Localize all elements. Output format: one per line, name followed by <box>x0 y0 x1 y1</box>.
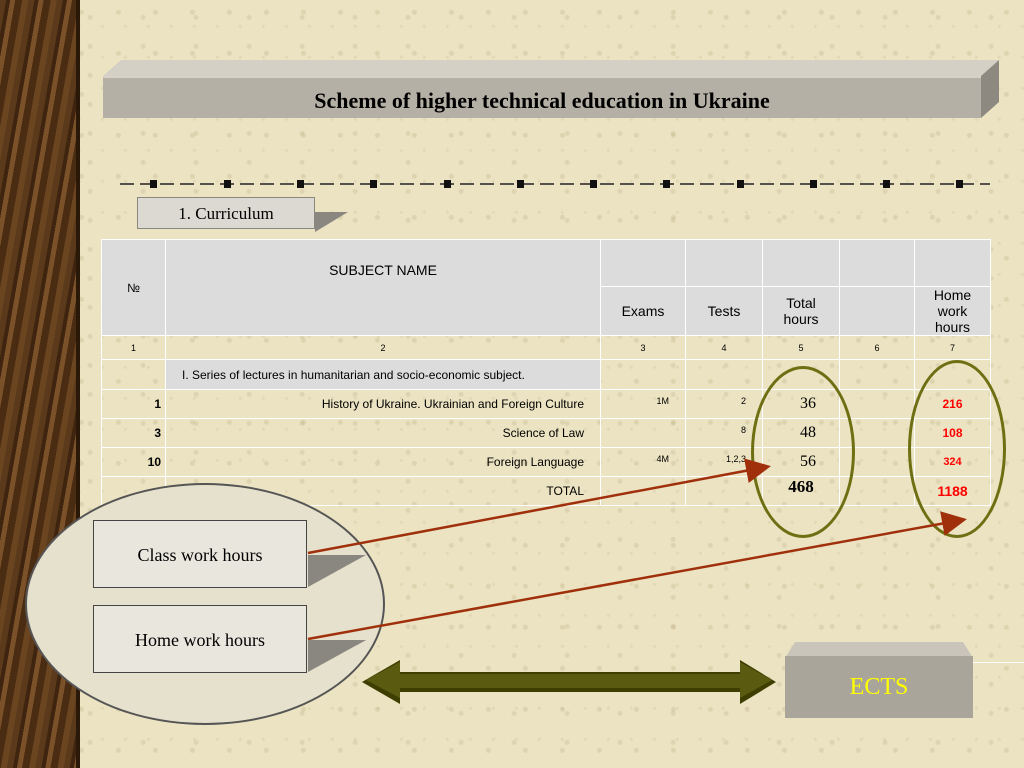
row-subject: History of Ukraine. Ukrainian and Foreig… <box>165 389 601 419</box>
header-exams: Exams <box>600 286 686 336</box>
label-shadow-2 <box>308 640 366 672</box>
col-number: 6 <box>839 335 915 360</box>
header-total-hours: Total hours <box>762 286 840 336</box>
ects-box: ECTS <box>785 656 973 718</box>
dash-dot-divider <box>120 180 990 188</box>
row-tests: 8 <box>685 418 763 448</box>
page-title: Scheme of higher technical education in … <box>314 88 770 113</box>
arrow-home-work <box>307 511 967 641</box>
row-exams: 1M <box>600 389 686 419</box>
row-tests: 2 <box>685 389 763 419</box>
curriculum-label: 1. Curriculum <box>137 197 315 229</box>
title-banner <box>103 76 981 118</box>
double-arrow-icon <box>362 660 776 704</box>
header-tests: Tests <box>685 286 763 336</box>
class-work-hours-label: Class work hours <box>93 520 307 588</box>
header-no: № <box>101 239 166 336</box>
home-work-hours-label: Home work hours <box>93 605 307 673</box>
total-hours-oval <box>751 366 855 538</box>
title-banner-bevel <box>103 60 999 118</box>
ects-bevel <box>785 642 973 658</box>
row-subject: Science of Law <box>165 418 601 448</box>
home-hours-oval <box>908 360 1006 538</box>
header-subject: SUBJECT NAME <box>165 239 601 336</box>
curriculum-shadow <box>315 212 348 232</box>
row-subject: Foreign Language <box>165 447 601 477</box>
arrow-class-work <box>307 458 771 555</box>
